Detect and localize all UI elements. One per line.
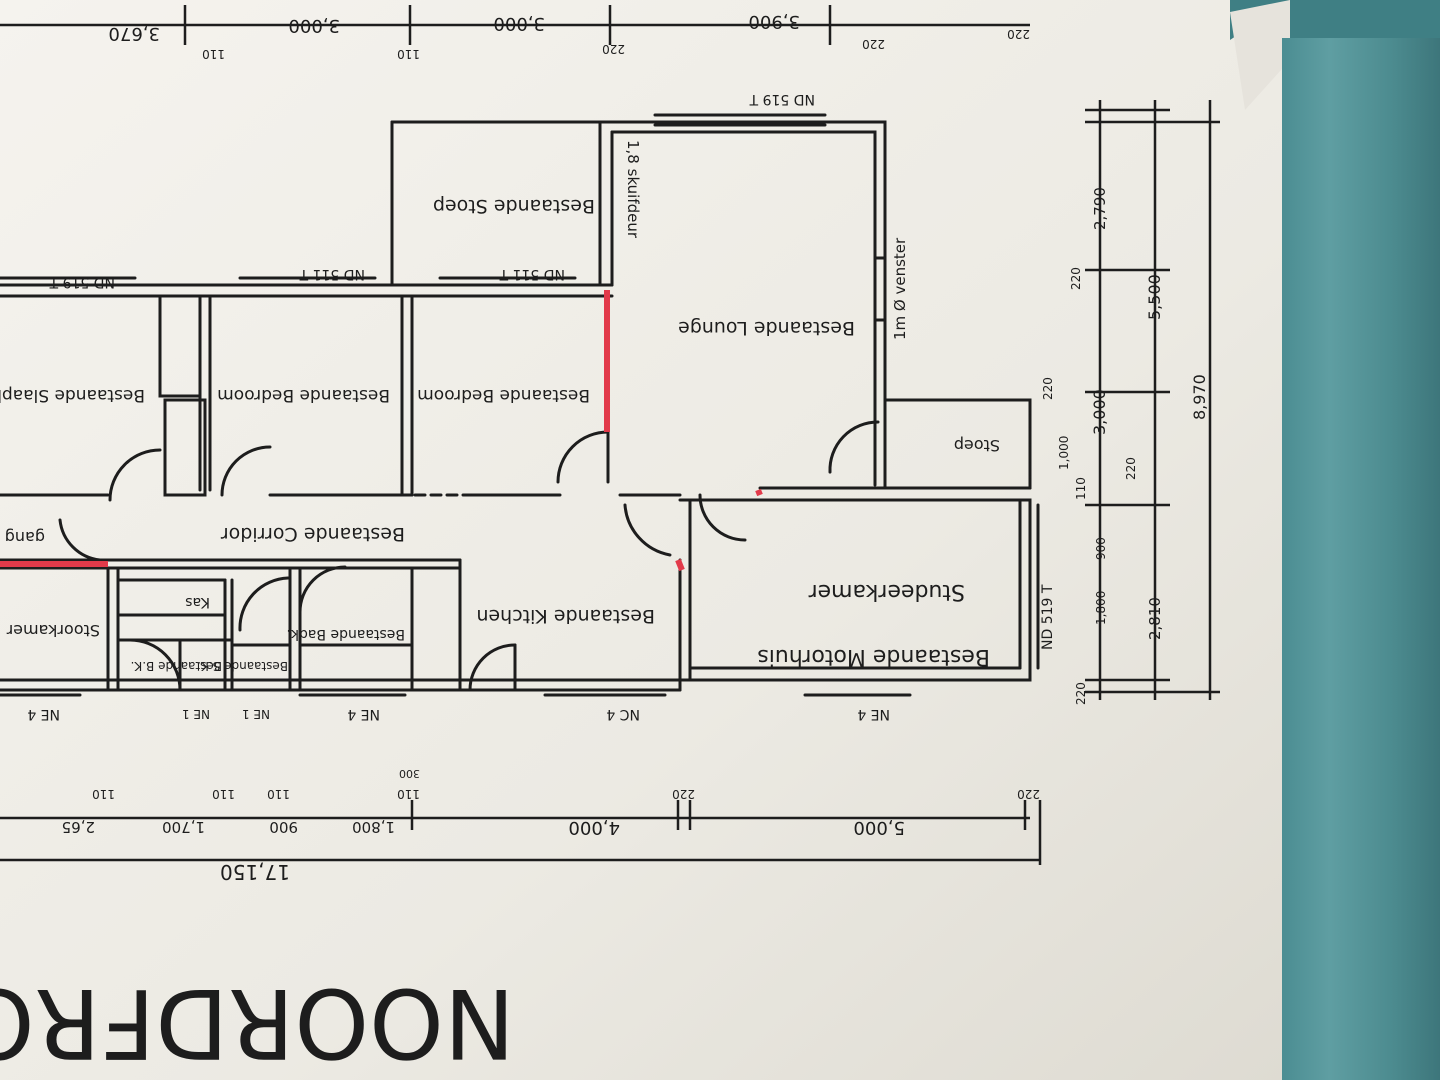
dim-right-r9: 220 [1041,377,1055,400]
room-label-storeroom-left: Stoorkamer [6,621,100,640]
dim-right-r12: 2,790 [1091,187,1109,230]
room-label-gang-left: gang [5,528,45,547]
dim-bottom-5000: 5,000 [853,817,905,838]
dim-top-t2: 3,000 [288,15,340,36]
room-label-wc2: Bestaande S.K. [197,659,288,673]
dim-right-r10: 5,500 [1145,274,1164,320]
window-label-bottom-kitchen: NC 4 [606,706,640,722]
dim-right-r13: 8,970 [1190,374,1209,420]
window-label-top-right: ND 519 T [749,91,815,107]
room-label-garage: Bestaande Motorhuis [757,644,990,669]
note-window: 1m Ø venster [891,237,909,340]
red-wall-marks [0,290,763,572]
dim-top-t1: 3,670 [108,23,160,44]
dim-top-t7: 220 [602,42,625,56]
room-label-lounge: Bestaande Lounge [678,317,855,339]
window-label-top-far-left: ND 519 T [49,274,115,290]
window-label-bottom-wc2: NE 1 [242,707,270,721]
window-label-right-side: ND 519 T [1040,584,1056,650]
window-label-bottom-bath: NE 4 [347,706,380,722]
plan-walls [0,113,1040,697]
room-label-bath: Bestaande Badk. [286,626,405,642]
window-labels: ND 519 T ND 511 T ND 511 T ND 519 T ND 5… [27,91,1056,722]
room-label-bedroom-main: Bestaande Bedroom [217,385,390,405]
room-label-study: Studeerkamer [808,579,965,604]
book-cover-edge [1282,38,1440,1080]
room-label-bedroom-left: Bestaande Slaapkamer [0,385,145,405]
room-label-stoep: Stoep [954,436,1000,455]
room-label-wc1: Bestaande B.K. [131,659,222,673]
dim-bottom-w4: 110 [267,787,290,801]
room-label-bedroom-2: Bestaande Bedroom [417,385,590,405]
window-label-top-left: ND 511 T [299,266,365,282]
window-label-bottom-left: NE 4 [27,706,60,722]
dim-top-t5: 110 [202,47,225,61]
dim-bottom-w3: 110 [397,787,420,801]
room-label-pantry: Kas [185,594,210,610]
dim-top-t4: 3,900 [748,11,800,32]
dim-right-r11: 220 [1069,267,1083,290]
dim-top-t8: 220 [862,37,885,51]
dim-bottom-w7: 300 [399,767,420,780]
dim-bottom-1800: 1,800 [352,818,395,836]
dim-bottom-w5: 110 [212,787,235,801]
dim-right-r2: 2,810 [1146,597,1164,640]
window-label-top-mid: ND 511 T [499,266,565,282]
room-label-storage: Bestaande Stoep [433,195,595,217]
dim-right-r4: 900 [1094,537,1108,560]
dim-right-r5: 110 [1074,477,1088,500]
dim-bottom-w1: 220 [1017,787,1040,801]
dimension-lines [0,5,1220,865]
room-label-corridor: Bestaande Corridor [221,523,405,545]
window-label-bottom-garage: NE 4 [857,706,890,722]
dim-bottom-w2: 220 [672,787,695,801]
dim-bottom-265: 2,65 [62,818,95,836]
dim-right-r1: 220 [1074,682,1088,705]
dim-top-t9: 220 [1007,27,1030,41]
dim-bottom-w6: 110 [92,787,115,801]
room-labels: Bestaande Lounge Bestaande Stoep Bestaan… [0,195,1000,673]
dim-bottom-4000: 4,000 [568,817,620,838]
room-label-kitchen: Bestaande Kitchen [476,605,655,627]
dim-right-r7: 1,000 [1057,436,1071,470]
note-sliding-door: 1,8 skuifdeur [624,140,642,239]
dim-right-r8: 3,000 [1090,389,1109,435]
dim-top-t6: 110 [397,47,420,61]
dim-bottom-900: 900 [269,818,298,836]
window-label-bottom-wc1: NE 1 [182,707,210,721]
dim-bottom-1700: 1,700 [162,818,205,836]
dimension-labels: 5,000 4,000 1,800 900 1,700 2,65 17,150 … [62,11,1209,884]
dim-right-r3: 1,800 [1094,591,1108,625]
dim-bottom-total: 17,150 [220,860,290,884]
dim-right-r6: 220 [1124,457,1138,480]
plan-title: NOORDFRONT [0,967,515,1077]
dim-top-t3: 3,000 [493,13,545,34]
